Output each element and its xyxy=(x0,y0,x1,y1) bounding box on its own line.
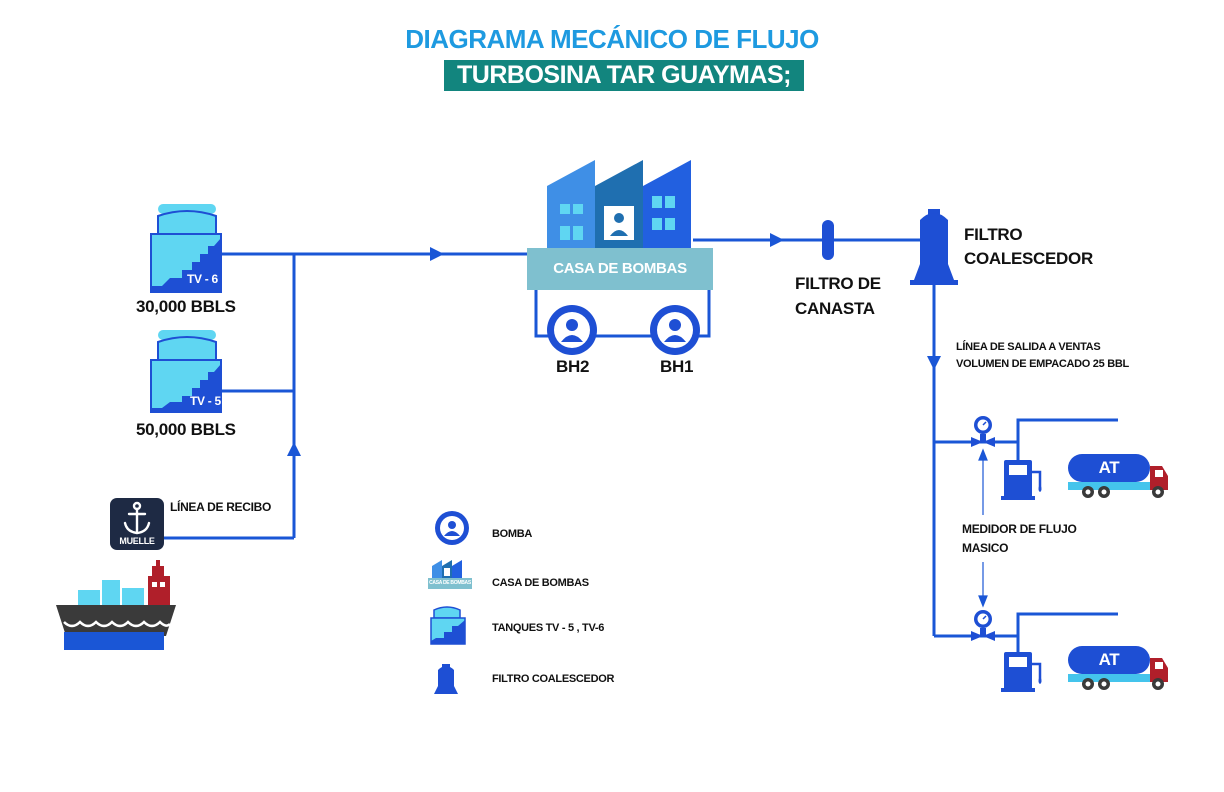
flow-arrow-sales-line xyxy=(927,356,941,370)
tank-tv6-tag: TV - 6 xyxy=(187,272,218,286)
loading-arm-lower xyxy=(1000,612,1118,638)
tank-tv5-tag: TV - 5 xyxy=(190,394,221,408)
flow-meter-lower-icon[interactable] xyxy=(971,610,995,641)
pipe-pump-loop xyxy=(534,288,711,338)
legend-pump-house-icon xyxy=(428,560,472,589)
legend-pump-icon xyxy=(435,511,469,545)
flow-meter-upper-icon[interactable] xyxy=(971,416,995,447)
pump-bh1-icon[interactable] xyxy=(650,305,700,355)
legend-tank-icon xyxy=(430,606,466,645)
legend-label-pump-house: CASA DE BOMBAS xyxy=(492,577,589,589)
basket-filter-icon[interactable] xyxy=(822,220,834,260)
tank-tv5-capacity: 50,000 BBLS xyxy=(136,420,236,439)
tanker-truck-lower-icon xyxy=(1068,646,1168,690)
tanker-truck-upper-icon xyxy=(1068,454,1168,498)
tank-tv5[interactable] xyxy=(150,330,222,413)
muelle-icon xyxy=(110,498,164,550)
pump-bh2-icon[interactable] xyxy=(547,305,597,355)
sales-line-label-line2: VOLUMEN DE EMPACADO 25 BBL xyxy=(956,358,1129,370)
legend-pump-house-mini-label: CASA DE BOMBAS xyxy=(429,580,471,586)
sales-line-label-line1: LÍNEA DE SALIDA A VENTAS xyxy=(956,341,1101,353)
tank-level-fill xyxy=(151,364,221,412)
legend-label-tanks: TANQUES TV - 5 , TV-6 xyxy=(492,622,605,634)
fuel-dispenser-upper-icon xyxy=(1001,460,1042,500)
pipe-network xyxy=(164,238,1118,656)
tanker-ship-icon xyxy=(56,560,176,650)
truck-upper-label: AT xyxy=(1098,458,1120,477)
muelle-label: MUELLE xyxy=(119,536,155,546)
coalescer-filter-icon[interactable] xyxy=(910,209,958,285)
diagram-subtitle: TURBOSINA TAR GUAYMAS; SON. xyxy=(444,60,804,120)
pump-bh2-label: BH2 xyxy=(556,357,590,376)
tank-tv6-capacity: 30,000 BBLS xyxy=(136,297,236,316)
loading-arm-upper xyxy=(1000,418,1118,444)
diagram-title: DIAGRAMA MECÁNICO DE FLUJO xyxy=(405,24,819,54)
fuel-dispenser-lower-icon xyxy=(1001,652,1042,692)
coalescer-label-line2: COALESCEDOR xyxy=(964,249,1093,268)
tank-dome xyxy=(157,210,217,237)
basket-filter-label-line2: CANASTA xyxy=(795,299,875,318)
legend-label-pump: BOMBA xyxy=(492,528,533,540)
truck-lower-label: AT xyxy=(1098,650,1120,669)
tank-dome xyxy=(157,336,217,363)
receiving-line-label: LÍNEA DE RECIBO xyxy=(170,500,272,514)
pump-bh1-label: BH1 xyxy=(660,357,694,376)
tank-level-fill xyxy=(151,238,221,292)
flow-meter-pointers xyxy=(978,448,988,608)
flow-arrow-to-filter xyxy=(770,233,784,247)
legend-label-coalescer: FILTRO COALESCEDOR xyxy=(492,673,615,685)
pump-house-icon[interactable] xyxy=(527,160,713,290)
pump-house-label: CASA DE BOMBAS xyxy=(553,260,687,277)
flow-arrow-to-pumphouse xyxy=(430,247,444,261)
basket-filter-label-line1: FILTRO DE xyxy=(795,274,881,293)
flow-arrow-up-collector xyxy=(287,442,301,456)
coalescer-label-line1: FILTRO xyxy=(964,225,1023,244)
legend-coalescer-filter-icon xyxy=(434,664,458,694)
flow-meter-label-line1: MEDIDOR DE FLUJO xyxy=(962,522,1077,536)
tank-tv6[interactable] xyxy=(150,204,222,293)
pump-house-band xyxy=(527,248,713,290)
flow-meter-label-line2: MASICO xyxy=(962,541,1009,555)
